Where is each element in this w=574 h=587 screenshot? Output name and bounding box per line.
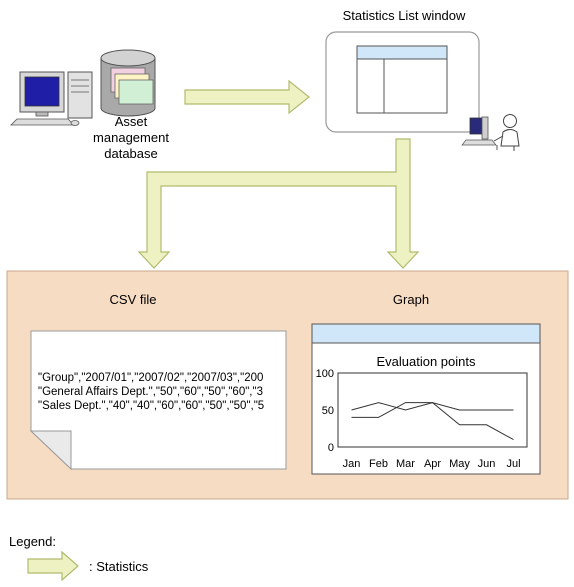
arrow-db-to-window [184, 79, 310, 115]
chart-title: Evaluation points [376, 354, 476, 369]
x-tick-label: May [449, 458, 470, 470]
y-tick-label: 100 [316, 368, 334, 380]
database-label-line-2: management [93, 130, 169, 145]
x-tick-label: Apr [424, 458, 441, 470]
arrow-window-to-outputs [137, 138, 420, 269]
csv-line-1: "Group","2007/01","2007/02","2007/03","2… [38, 372, 263, 384]
desktop-computer-icon [10, 71, 93, 126]
legend-item-label: : Statistics [89, 559, 149, 574]
database-cylinder-icon [100, 49, 156, 117]
stats-window-list [356, 45, 448, 114]
chart-series [351, 402, 514, 441]
series-line-2 [351, 402, 514, 441]
csv-line-2: "General Affairs Dept.","50","60","50","… [38, 386, 263, 398]
graph-label: Graph [393, 292, 429, 307]
dog-eared-document-icon [29, 330, 287, 471]
chart-x-ticks: Jan Feb Mar Apr May Jun Jul [343, 458, 521, 470]
y-tick-label: 0 [328, 442, 334, 454]
x-tick-label: Mar [396, 458, 415, 470]
x-tick-label: Jul [506, 458, 520, 470]
x-tick-label: Jan [343, 458, 361, 470]
legend-arrow-icon [27, 550, 79, 582]
graph-window-titlebar [311, 323, 541, 344]
y-tick-label: 50 [322, 405, 334, 417]
database-label-line-3: database [104, 146, 158, 161]
stats-window-title: Statistics List window [343, 8, 466, 23]
line-chart: 0 50 100 Jan Feb Mar Apr May Jun Jul [316, 368, 528, 470]
chart-y-ticks: 0 50 100 [316, 368, 334, 454]
x-tick-label: Feb [369, 458, 388, 470]
csv-content-clip: "Group","2007/01","2007/02","2007/03","2… [38, 372, 264, 412]
x-tick-label: Jun [478, 458, 496, 470]
database-label-line-1: Asset [115, 114, 148, 129]
csv-line-3: "Sales Dept.","40","40","60","60","50","… [38, 400, 264, 412]
csv-file-label: CSV file [110, 292, 157, 307]
user-at-computer-icon [461, 114, 520, 151]
legend-title: Legend: [9, 534, 56, 549]
